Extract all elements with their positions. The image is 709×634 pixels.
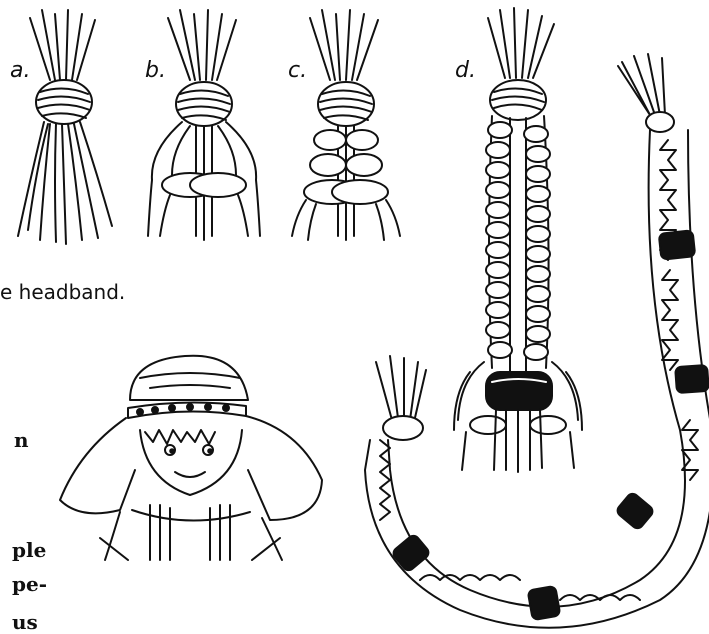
bead-1 [659, 230, 696, 259]
bead-4 [528, 586, 561, 620]
head-cloth-top [130, 356, 248, 400]
step-d-braid-loops [486, 122, 550, 360]
step-b-figure [148, 10, 260, 240]
head-cloth-right [246, 416, 322, 520]
bead-2 [675, 365, 709, 393]
step-c-figure [292, 10, 400, 240]
step-a-figure [18, 10, 112, 244]
band-pattern-bottom-left [420, 575, 520, 580]
face-outline [140, 430, 242, 495]
mouth [175, 472, 205, 477]
step-a-bottom-cords [18, 122, 112, 244]
step-d-figure [454, 8, 582, 472]
head-cloth-left [60, 418, 135, 513]
bead-large [486, 372, 552, 410]
person-with-headband [60, 356, 322, 560]
bead-5 [391, 533, 431, 572]
band-pattern-right-bottom [682, 420, 698, 480]
step-a-top-cords [30, 10, 95, 80]
band-pattern-right-lower [662, 270, 678, 370]
hair-fringe [145, 430, 215, 444]
bead-3 [615, 491, 655, 530]
